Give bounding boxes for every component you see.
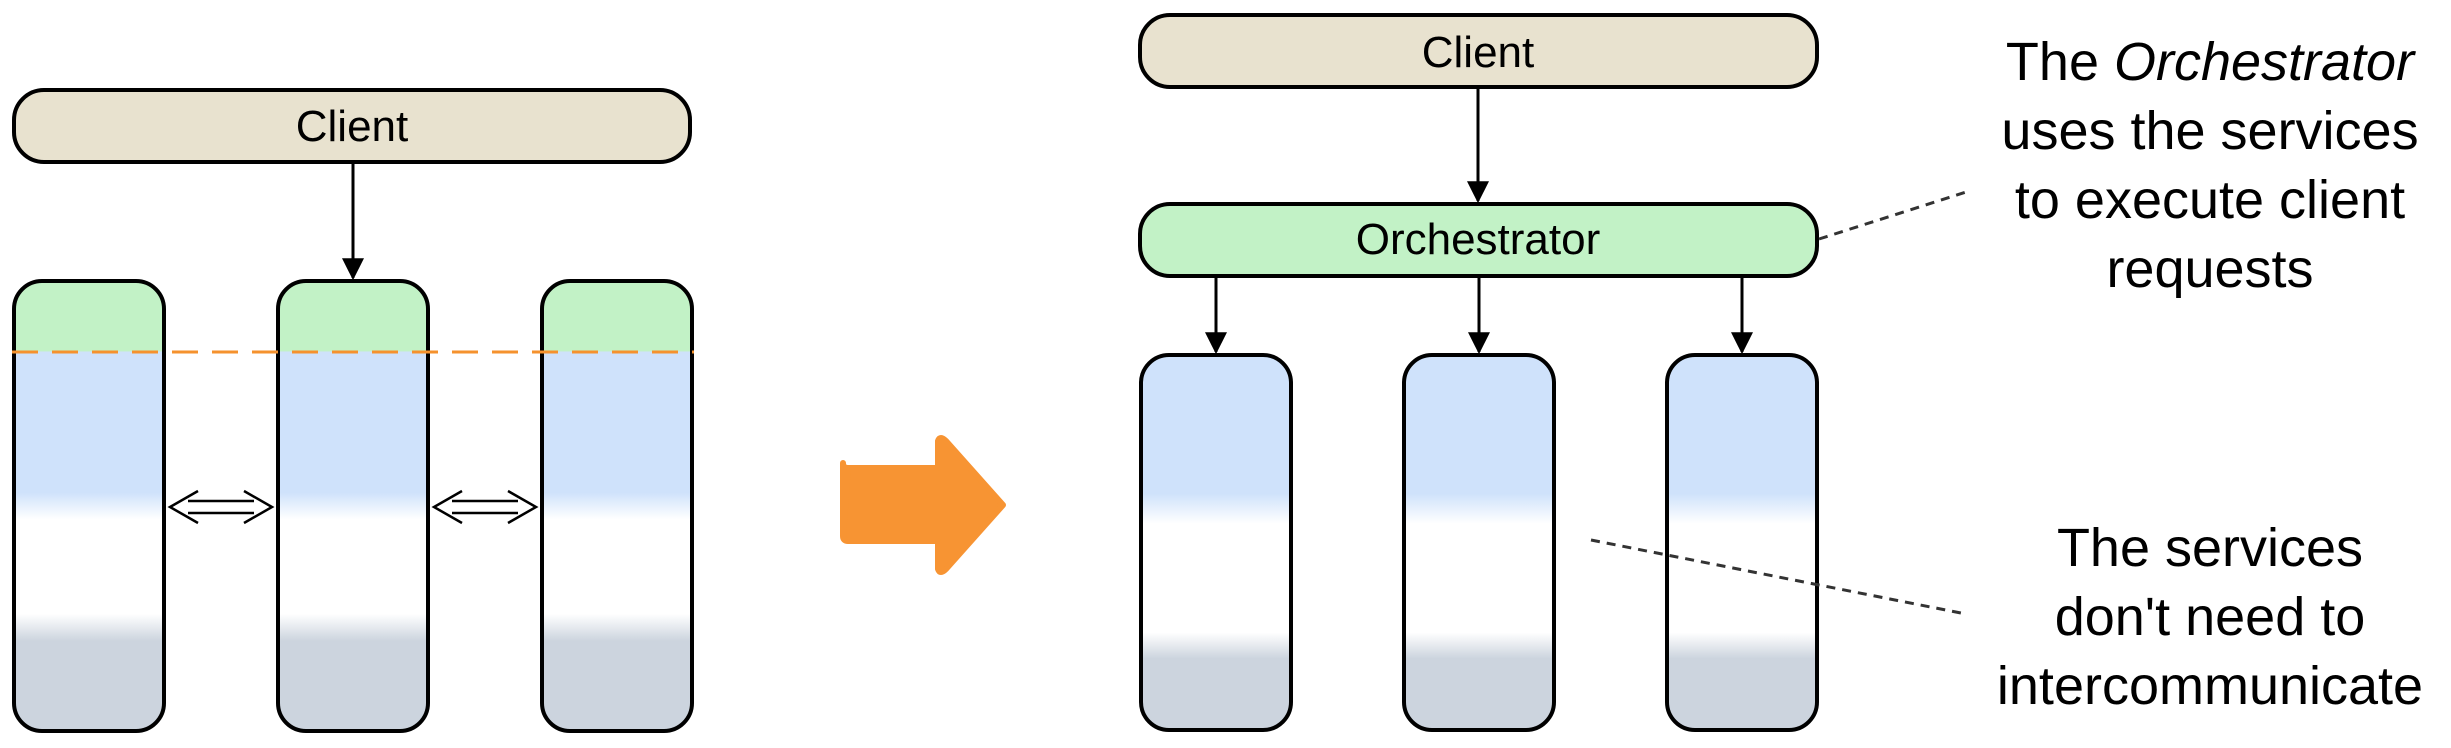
right-client-label: Client [1422, 28, 1535, 77]
orchestrator-note-line2: uses the services [2001, 101, 2418, 161]
services-note: The services don't need to intercommunic… [1997, 518, 2423, 716]
services-note-line3: intercommunicate [1997, 656, 2423, 716]
intercommunication-arrow-2 [431, 489, 539, 525]
orchestrator-note: The Orchestrator uses the services to ex… [2001, 32, 2418, 299]
orchestrator-label: Orchestrator [1356, 215, 1601, 264]
left-service-3 [540, 279, 694, 733]
services-note-line1: The services [2057, 518, 2363, 578]
orchestrator-box: Orchestrator [1138, 202, 1819, 278]
orchestrator-note-line3: to execute client [2015, 170, 2405, 230]
left-service-1 [12, 279, 166, 733]
left-diagram: Client [12, 88, 694, 733]
intercommunication-arrow-1 [167, 489, 275, 525]
left-client-label: Client [296, 102, 409, 151]
svg-text:The Orchestrator: The Orchestrator [2006, 32, 2416, 92]
right-service-3 [1665, 353, 1819, 732]
left-client-box: Client [12, 88, 692, 164]
services-note-line2: don't need to [2055, 587, 2366, 647]
orchestrator-note-line4: requests [2106, 239, 2313, 299]
right-service-1 [1139, 353, 1293, 732]
right-client-box: Client [1138, 13, 1819, 89]
transition-arrow [840, 435, 1006, 575]
orchestrator-note-leader [1818, 190, 1967, 241]
orchestrator-note-line1-em: Orchestrator [2114, 32, 2416, 92]
right-service-2 [1402, 353, 1556, 732]
right-diagram: Client Orchestrator [1138, 13, 1819, 732]
orchestrator-note-line1-pre: The [2006, 32, 2114, 92]
left-service-2 [276, 279, 430, 733]
